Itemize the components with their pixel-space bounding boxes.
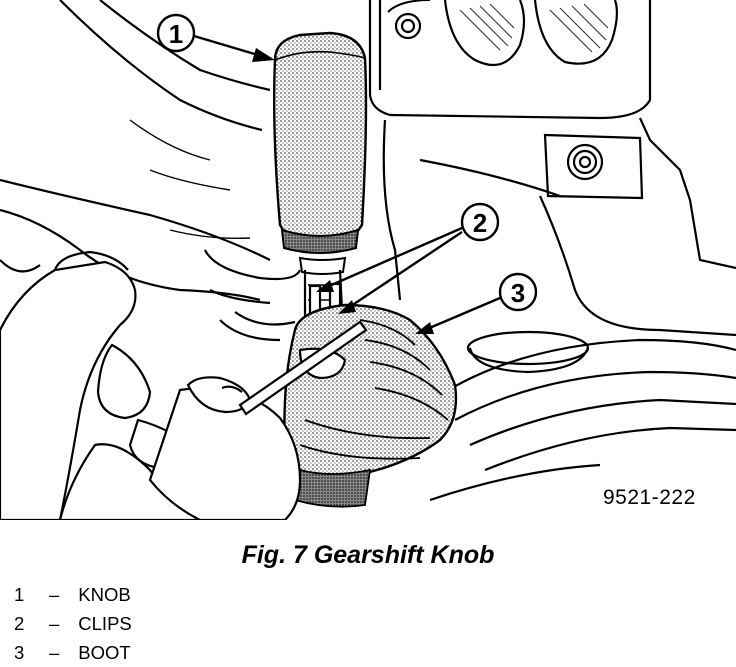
callout-3: 3 [415,272,538,334]
figure-caption: Fig. 7 Gearshift Knob [241,541,495,569]
pick-tool [238,320,368,416]
lower-hand [0,250,347,520]
legend-dash: – [48,613,60,634]
figure-id-code: 9521-222 [603,486,696,509]
legend-item-clips: 2 – CLIPS [14,609,132,638]
callout-1: 1 [156,13,275,62]
callout-number: 3 [511,278,525,308]
legend-item-boot: 3 – BOOT [14,638,132,667]
legend-label: KNOB [78,584,131,605]
gearshift-illustration: 1 2 3 [0,0,736,520]
legend-number: 2 [14,613,25,634]
callout-2: 2 [316,202,500,314]
callout-number: 2 [473,208,487,238]
legend-label: CLIPS [78,613,132,634]
dashboard [368,0,736,502]
knob [272,31,368,275]
legend-item-knob: 1 – KNOB [14,580,132,609]
legend-label: BOOT [78,642,131,663]
boot [283,303,458,508]
legend-number: 3 [14,642,25,663]
callout-number: 1 [169,19,183,49]
parts-legend: 1 – KNOB 2 – CLIPS 3 – BOOT [14,580,132,667]
legend-dash: – [48,584,60,605]
legend-number: 1 [14,584,25,605]
legend-dash: – [48,642,60,663]
